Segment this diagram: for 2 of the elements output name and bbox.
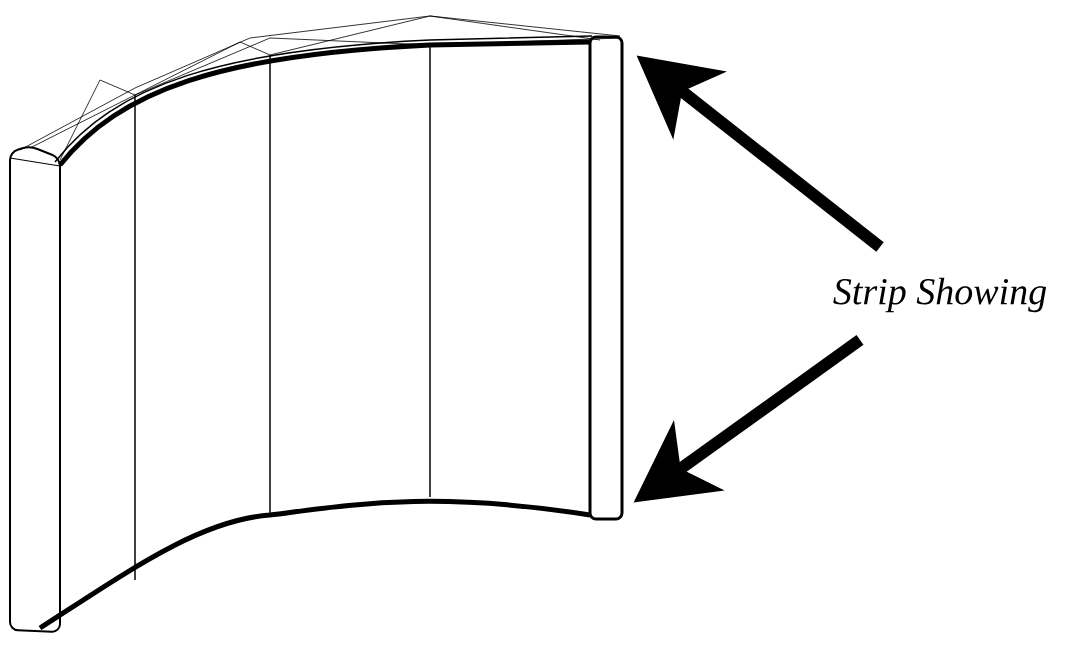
strip (588, 35, 624, 521)
callout-text: Strip Showing (833, 277, 1047, 313)
